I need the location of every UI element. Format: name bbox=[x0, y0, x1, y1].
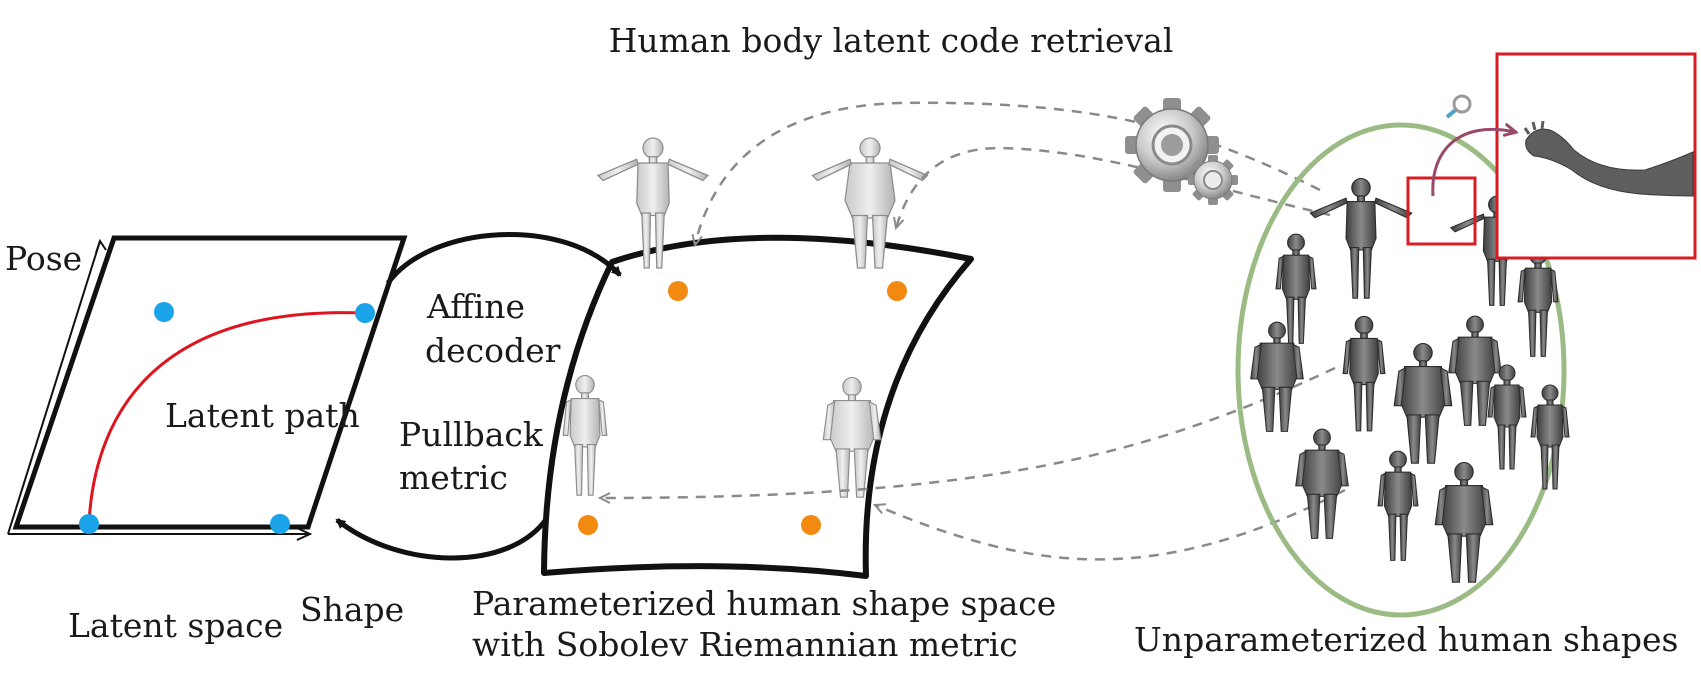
latent-path-label: Latent path bbox=[165, 396, 360, 435]
retrieval-arrow bbox=[600, 366, 1336, 498]
latent-space-label: Latent space bbox=[68, 606, 283, 645]
shape-point bbox=[801, 515, 821, 535]
latent-point bbox=[79, 514, 99, 534]
human-body-figure bbox=[1393, 343, 1453, 464]
pullback-metric-label: Pullback bbox=[399, 415, 544, 454]
human-body-figure bbox=[1517, 246, 1559, 357]
shape-space-panel: Parameterized human shape space with Sob… bbox=[472, 137, 1056, 664]
highlight-box-small bbox=[1406, 176, 1477, 246]
magnifier-icon bbox=[1445, 94, 1472, 119]
human-body-figure bbox=[1377, 450, 1419, 561]
shape-axis-label: Shape bbox=[300, 590, 404, 629]
shape-space-caption: with Sobolev Riemannian metric bbox=[472, 625, 1018, 664]
zoom-arrow bbox=[1431, 129, 1515, 197]
latent-point bbox=[154, 302, 174, 322]
diagram-title: Human body latent code retrieval bbox=[609, 21, 1174, 60]
shape-point bbox=[887, 281, 907, 301]
latent-space-plane bbox=[12, 235, 408, 530]
shape-axis-arrow bbox=[296, 527, 313, 541]
human-body-figure bbox=[1487, 364, 1527, 470]
pullback-metric-arrow bbox=[335, 516, 550, 561]
human-body-figure bbox=[1295, 428, 1349, 539]
shape-point bbox=[668, 281, 688, 301]
latent-space-panel: Pose Latent path Latent space Shape bbox=[5, 235, 408, 645]
affine-decoder-label: decoder bbox=[425, 331, 561, 370]
human-body-figure bbox=[562, 375, 608, 496]
latent-path-curve bbox=[87, 311, 366, 524]
affine-decoder-label: Affine bbox=[426, 287, 525, 326]
pose-axis-arrow bbox=[95, 238, 107, 254]
unparameterized-caption: Unparameterized human shapes bbox=[1134, 620, 1678, 659]
retrieval-arrow bbox=[875, 488, 1346, 561]
latent-point bbox=[355, 303, 375, 323]
human-body-figure bbox=[1434, 462, 1494, 583]
retrieval-arrows bbox=[600, 101, 1346, 561]
human-body-figure bbox=[1309, 178, 1413, 299]
shape-space-caption: Parameterized human shape space bbox=[472, 584, 1056, 623]
mapping-arrows: Affine decoder Pullback metric bbox=[335, 232, 622, 561]
shape-point bbox=[578, 515, 598, 535]
shape-space-surface bbox=[541, 234, 974, 579]
human-body-figure bbox=[1342, 315, 1386, 432]
unparameterized-ellipse bbox=[1235, 122, 1567, 618]
affine-decoder-arrow bbox=[385, 232, 622, 285]
unparameterized-panel: Unparameterized human shapes bbox=[1134, 52, 1697, 659]
pullback-metric-label: metric bbox=[399, 458, 508, 497]
zoom-box bbox=[1495, 52, 1697, 260]
human-body-figure bbox=[1448, 315, 1502, 426]
human-body-figure bbox=[1250, 321, 1304, 432]
pose-axis-label: Pose bbox=[5, 239, 82, 278]
latent-point bbox=[270, 514, 290, 534]
retrieval-arrow bbox=[896, 146, 1331, 228]
zoomed-arm-detail bbox=[1525, 128, 1694, 197]
gear-icon bbox=[1125, 98, 1238, 205]
